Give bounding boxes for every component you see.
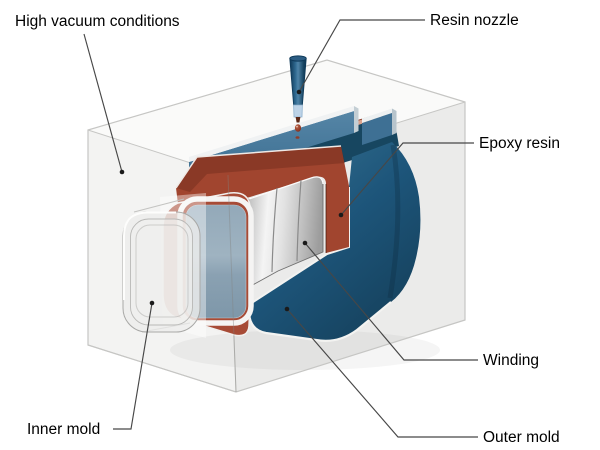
label-resin-nozzle: Resin nozzle <box>430 12 519 29</box>
box-front-edge-overlay <box>227 174 237 393</box>
epoxy-resin-layer <box>175 145 349 253</box>
right-fin-face <box>362 113 392 145</box>
winding-divider-1 <box>271 187 278 273</box>
resin-nozzle-assembly <box>289 55 307 139</box>
nozzle-glass-band <box>293 104 303 118</box>
winding-top-highlight <box>248 176 324 200</box>
leader-resin-nozzle <box>298 19 425 93</box>
label-epoxy-resin: Epoxy resin <box>479 135 560 152</box>
epoxy-cut-band <box>176 146 349 253</box>
shell-body <box>249 142 421 341</box>
dot-outer-mold <box>284 306 290 312</box>
dot-high-vacuum <box>119 169 125 175</box>
floor-shadow <box>170 330 440 370</box>
left-fin-end-cap <box>354 106 359 133</box>
box-top-face <box>88 60 465 175</box>
inner-mold-tube <box>122 193 206 338</box>
label-high-vacuum: High vacuum conditions <box>15 13 180 30</box>
leader-winding <box>304 242 478 361</box>
right-fin-top-edge <box>362 108 392 123</box>
leader-epoxy-resin <box>340 142 474 216</box>
leader-high-vacuum <box>83 33 123 173</box>
dot-resin-nozzle <box>296 89 302 95</box>
leader-inner-mold <box>113 302 153 430</box>
nozzle-tip <box>295 117 301 123</box>
tube-highlight <box>123 211 176 300</box>
shell-bottom-rim <box>247 301 392 342</box>
right-fin-end-cap <box>392 108 397 135</box>
label-winding: Winding <box>483 352 539 369</box>
epoxy-cut-band-top-shade <box>176 146 345 192</box>
winding-divider-2 <box>296 179 302 262</box>
leader-outer-mold <box>286 308 478 438</box>
tube-top-connector <box>133 198 185 213</box>
resin-splash <box>295 136 300 139</box>
anchor-dots <box>119 89 344 312</box>
label-texts: High vacuum conditions Resin nozzle Epox… <box>15 12 560 446</box>
coil-assembly <box>122 55 421 393</box>
shell-fold-shading <box>387 144 401 299</box>
resin-droplet-highlight <box>296 125 298 128</box>
tube-bore <box>130 218 193 326</box>
nozzle-cap <box>289 55 307 62</box>
left-fin-top-edge <box>189 106 354 162</box>
dot-inner-mold <box>149 300 155 306</box>
epoxy-cut-band-rim <box>175 145 342 189</box>
dot-epoxy-resin <box>338 212 344 218</box>
resin-droplet <box>294 124 302 132</box>
label-inner-mold: Inner mold <box>27 421 100 438</box>
annotations <box>83 19 478 438</box>
outer-mold-right-fin <box>362 108 397 145</box>
tube-inner-back-edge <box>135 224 189 318</box>
label-outer-mold: Outer mold <box>483 429 560 446</box>
winding-coil <box>248 176 324 288</box>
dot-winding <box>302 240 308 246</box>
